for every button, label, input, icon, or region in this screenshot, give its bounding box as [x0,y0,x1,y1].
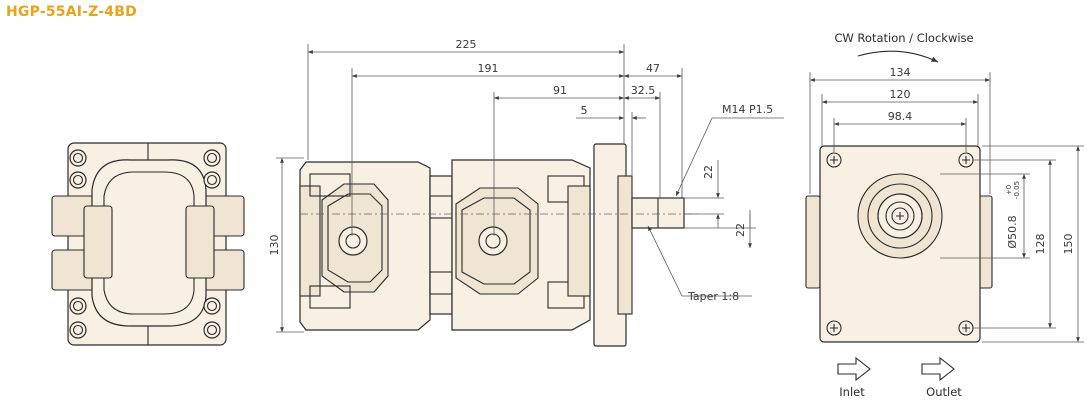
inlet-label: Inlet [839,385,865,399]
rear-view [51,142,245,346]
outlet-label: Outlet [926,385,962,399]
dim-98-4: 98.4 [888,110,913,123]
rotation-arrow [857,50,939,63]
thread-callout: M14 P1.5 [722,103,773,116]
product-title: HGP-55AI-Z-4BD [6,4,137,20]
rear-body-outline [91,159,207,327]
rotation-label: CW Rotation / Clockwise [834,31,973,45]
outlet-arrow-icon [921,356,955,382]
tol-lower: -0.05 [1013,181,1021,199]
dim-134: 134 [890,66,911,79]
dim-50-8: Ø50.8 [1006,215,1019,248]
dim-225: 225 [456,38,477,51]
inlet-arrow-icon [837,356,871,382]
dim-32-5: 32.5 [631,84,656,97]
front-view: CW Rotation / Clockwise 134 120 98.4 Ø [805,31,1084,399]
rear-bolts [69,149,221,339]
dim-128: 128 [1034,234,1047,255]
dim-120: 120 [890,88,911,101]
dim-150: 150 [1062,234,1075,255]
dim-5: 5 [581,104,588,117]
dim-22-b: 22 [734,223,747,237]
side-view: 225 191 47 91 32.5 5 130 22 22 [268,38,784,347]
dim-22-a: 22 [702,165,715,179]
tol-upper: +0 [1005,185,1013,195]
dim-47: 47 [646,62,660,75]
dim-91: 91 [553,84,567,97]
dim-130: 130 [268,235,281,256]
taper-callout: Taper 1:8 [687,290,739,303]
dim-191: 191 [478,62,499,75]
